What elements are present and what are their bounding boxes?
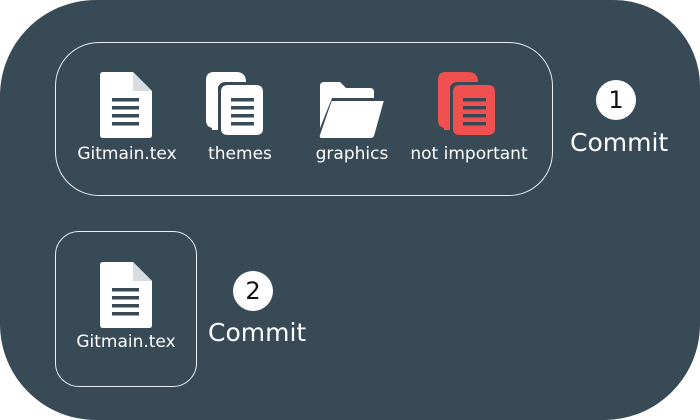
file-icon: [100, 72, 152, 138]
commit-1-item-graphics: graphics: [287, 72, 417, 172]
stacked-files-icon: [438, 72, 498, 138]
item-label: not important: [410, 144, 528, 164]
commit-1-item-themes: themes: [175, 72, 305, 172]
commit-2-group: [55, 231, 197, 387]
commit-1-item-not-important: not important: [404, 72, 534, 172]
commit-2-item-gitmain: Gitmain.tex: [61, 262, 191, 362]
item-label: Gitmain.tex: [77, 144, 177, 164]
commit-1-group: [55, 42, 553, 196]
commit-2-label: Commit: [208, 318, 307, 347]
folder-icon: [319, 82, 384, 138]
item-label: graphics: [315, 144, 389, 164]
item-label: Gitmain.tex: [76, 332, 176, 352]
item-label: themes: [208, 144, 272, 164]
stacked-files-icon: [206, 72, 266, 138]
commit-1-label: Commit: [570, 128, 669, 157]
commit-1-item-gitmain: Gitmain.tex: [62, 72, 192, 172]
file-icon: [100, 262, 152, 328]
commit-2-number-badge: 2: [233, 271, 273, 311]
commit-1-number-badge: 1: [596, 80, 636, 120]
